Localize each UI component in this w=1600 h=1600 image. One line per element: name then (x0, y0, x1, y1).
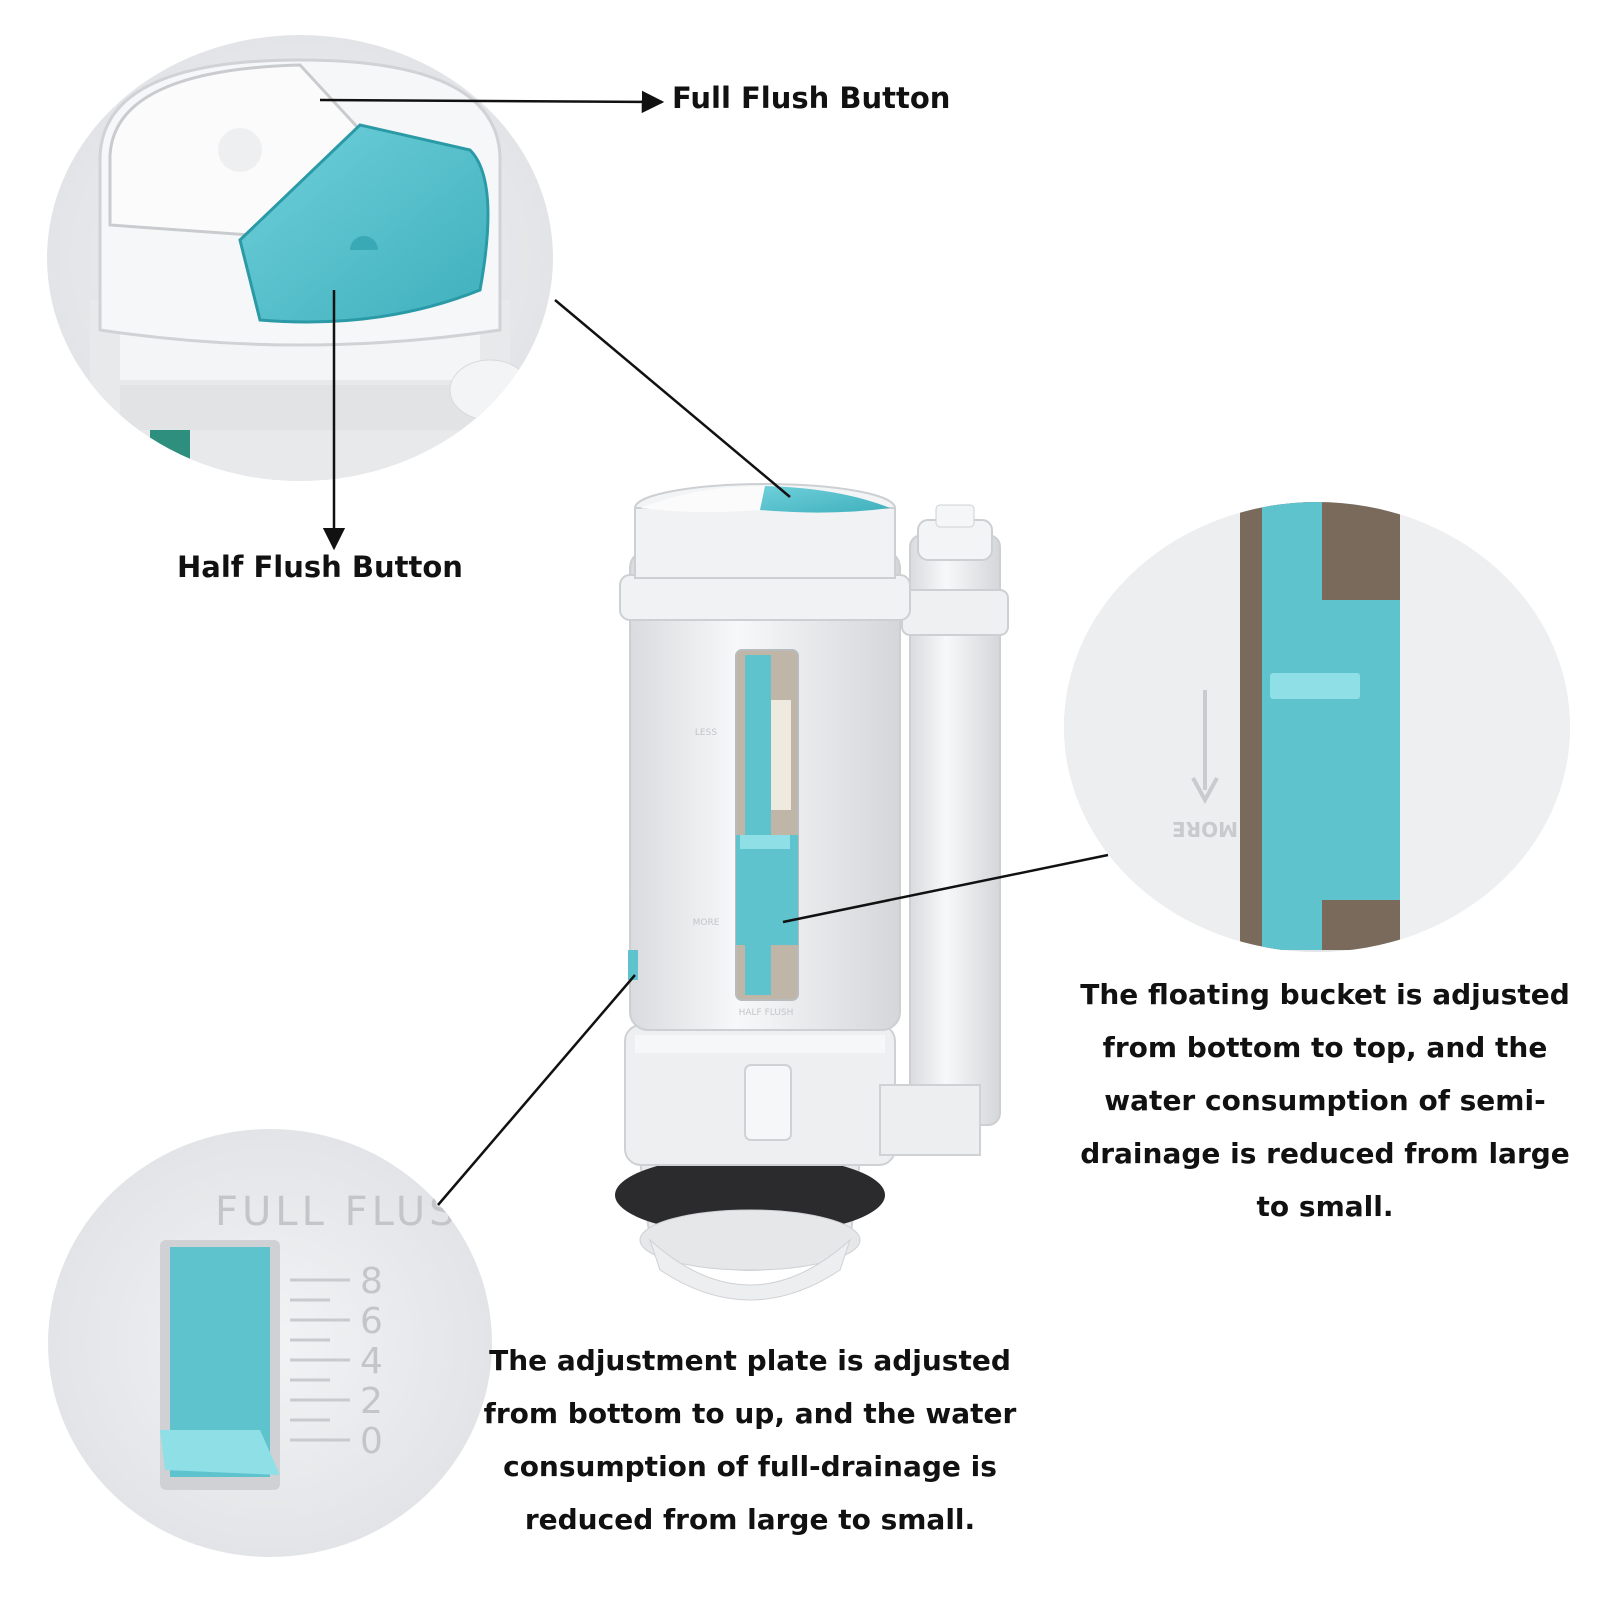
flush-mark-zoom: FULL FLUSH (215, 1189, 493, 1235)
scale-0: 0 (360, 1421, 383, 1462)
more-mark: MORE (693, 918, 720, 928)
half-flush-button-label: Half Flush Button (177, 550, 463, 584)
full-flush-button-label: Full Flush Button (672, 81, 951, 115)
half-flush-mark: HALF FLUSH (739, 1008, 794, 1018)
floating-bucket-caption: The floating bucket is adjusted from bot… (1080, 978, 1570, 1223)
less-mark: LESS (695, 728, 717, 738)
scale-ticks (290, 1278, 350, 1442)
half-flush-button-zoom (238, 123, 490, 324)
leader-lines (319, 90, 1109, 1206)
zoom-flush-buttons (47, 35, 553, 481)
zoom-adjustment-plate: FULL FLUSH 8 6 4 2 0 (48, 1129, 493, 1557)
zoom-floating-bucket: MORE (1064, 502, 1570, 952)
scale-2: 2 (360, 1381, 383, 1422)
scale-4: 4 (360, 1341, 383, 1382)
half-flush-button-product (760, 486, 890, 513)
adjustment-plate-caption: The adjustment plate is adjusted from bo… (483, 1344, 1017, 1536)
more-mark-zoom: MORE (1172, 817, 1238, 841)
dual-flush-valve: LESS MORE HALF FLUSH (615, 483, 1009, 1301)
scale-6: 6 (360, 1301, 383, 1342)
scale-8: 8 (360, 1261, 383, 1302)
